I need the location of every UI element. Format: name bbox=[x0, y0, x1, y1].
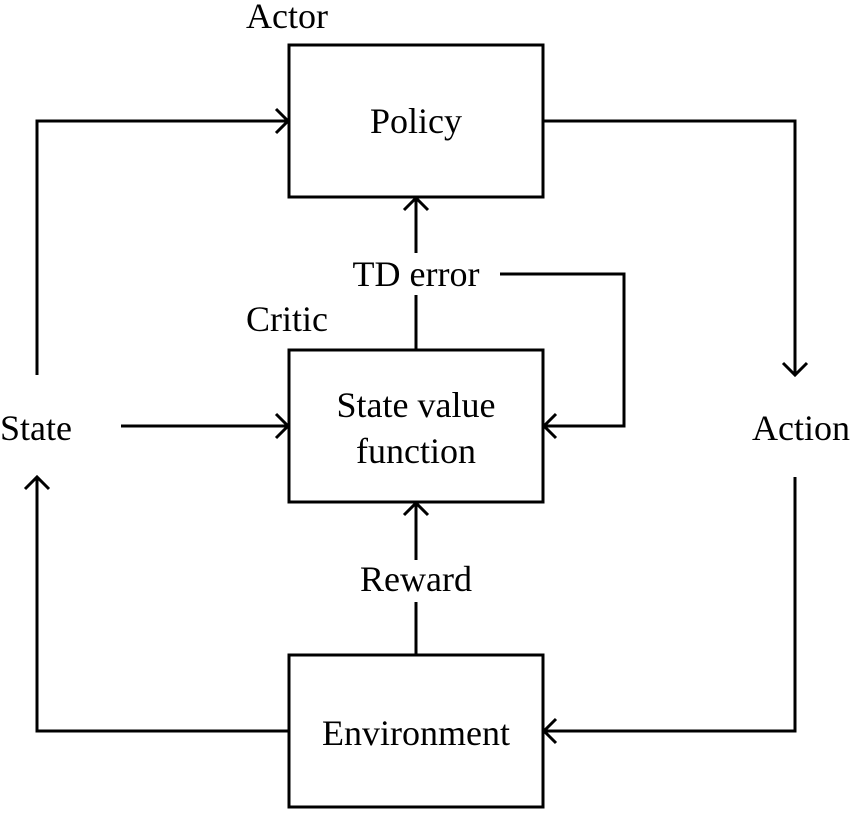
state-label: State bbox=[0, 408, 72, 448]
state-to-policy-arrow bbox=[35, 107, 291, 375]
value-function-label-line1: State value bbox=[337, 385, 496, 425]
value-function-box bbox=[287, 348, 545, 504]
td-error-to-policy-arrow bbox=[402, 195, 430, 349]
value-function-label-line2: function bbox=[356, 431, 476, 471]
reward-to-value-function-arrow bbox=[402, 500, 430, 654]
action-label: Action bbox=[752, 408, 850, 448]
environment-label: Environment bbox=[322, 713, 510, 753]
state-to-value-function-arrow bbox=[121, 412, 291, 440]
critic-label: Critic bbox=[246, 299, 328, 339]
policy-box bbox=[287, 43, 545, 199]
action-to-environment-arrow bbox=[541, 477, 797, 745]
policy-to-action-arrow bbox=[543, 119, 809, 378]
actor-label: Actor bbox=[246, 0, 328, 36]
reward-label: Reward bbox=[360, 559, 472, 599]
td-error-label: TD error bbox=[353, 254, 480, 294]
environment-to-state-arrow bbox=[23, 474, 288, 733]
td-error-feedback-arrow bbox=[500, 272, 626, 440]
policy-label: Policy bbox=[370, 101, 462, 141]
environment-box bbox=[287, 653, 545, 809]
